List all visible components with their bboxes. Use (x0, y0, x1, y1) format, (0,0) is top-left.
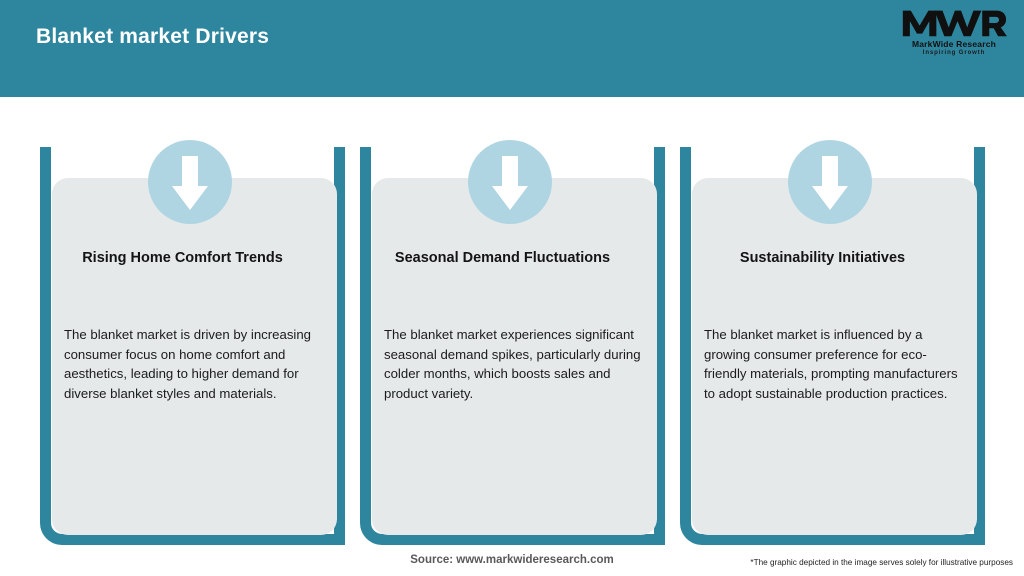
card-accent-frame-right (654, 147, 665, 545)
driver-card-1: Rising Home Comfort Trends The blanket m… (40, 97, 345, 545)
card-body-text: The blanket market is driven by increasi… (64, 327, 312, 401)
down-arrow-icon (468, 140, 552, 224)
card-accent-frame (360, 147, 665, 545)
source-label: Source: www.markwideresearch.com (410, 554, 614, 566)
card-title: Seasonal Demand Fluctuations (394, 250, 611, 266)
card-surface (372, 178, 657, 535)
card-title: Sustainability Initiatives (739, 250, 906, 266)
card-surface (692, 178, 977, 535)
driver-card-3: Sustainability Initiatives The blanket m… (680, 97, 985, 545)
page-title: Blanket market Drivers (36, 25, 270, 48)
card-accent-frame (680, 147, 985, 545)
down-arrow-icon (788, 140, 872, 224)
card-body-text: The blanket market experiences significa… (384, 327, 641, 401)
logo-tagline: Inspiring Growth (922, 50, 986, 56)
card-title: Rising Home Comfort Trends (82, 250, 283, 266)
card-accent-frame (40, 147, 345, 545)
card-surface (52, 178, 337, 535)
page-header: Blanket market Drivers MarkWide Research… (0, 0, 1024, 97)
brand-logo: MarkWide Research Inspiring Growth (900, 8, 1008, 60)
driver-card-2: Seasonal Demand Fluctuations The blanket… (360, 97, 665, 545)
disclaimer-note: *The graphic depicted in the image serve… (750, 558, 1013, 567)
down-arrow-icon (148, 140, 232, 224)
mwr-logo-icon (902, 10, 1007, 37)
logo-company-name: MarkWide Research (911, 39, 997, 49)
card-accent-frame-right (334, 147, 345, 545)
card-body-text: The blanket market is influenced by a gr… (704, 327, 958, 401)
drivers-card-row: Rising Home Comfort Trends The blanket m… (0, 97, 1024, 545)
card-accent-frame-right (974, 147, 985, 545)
